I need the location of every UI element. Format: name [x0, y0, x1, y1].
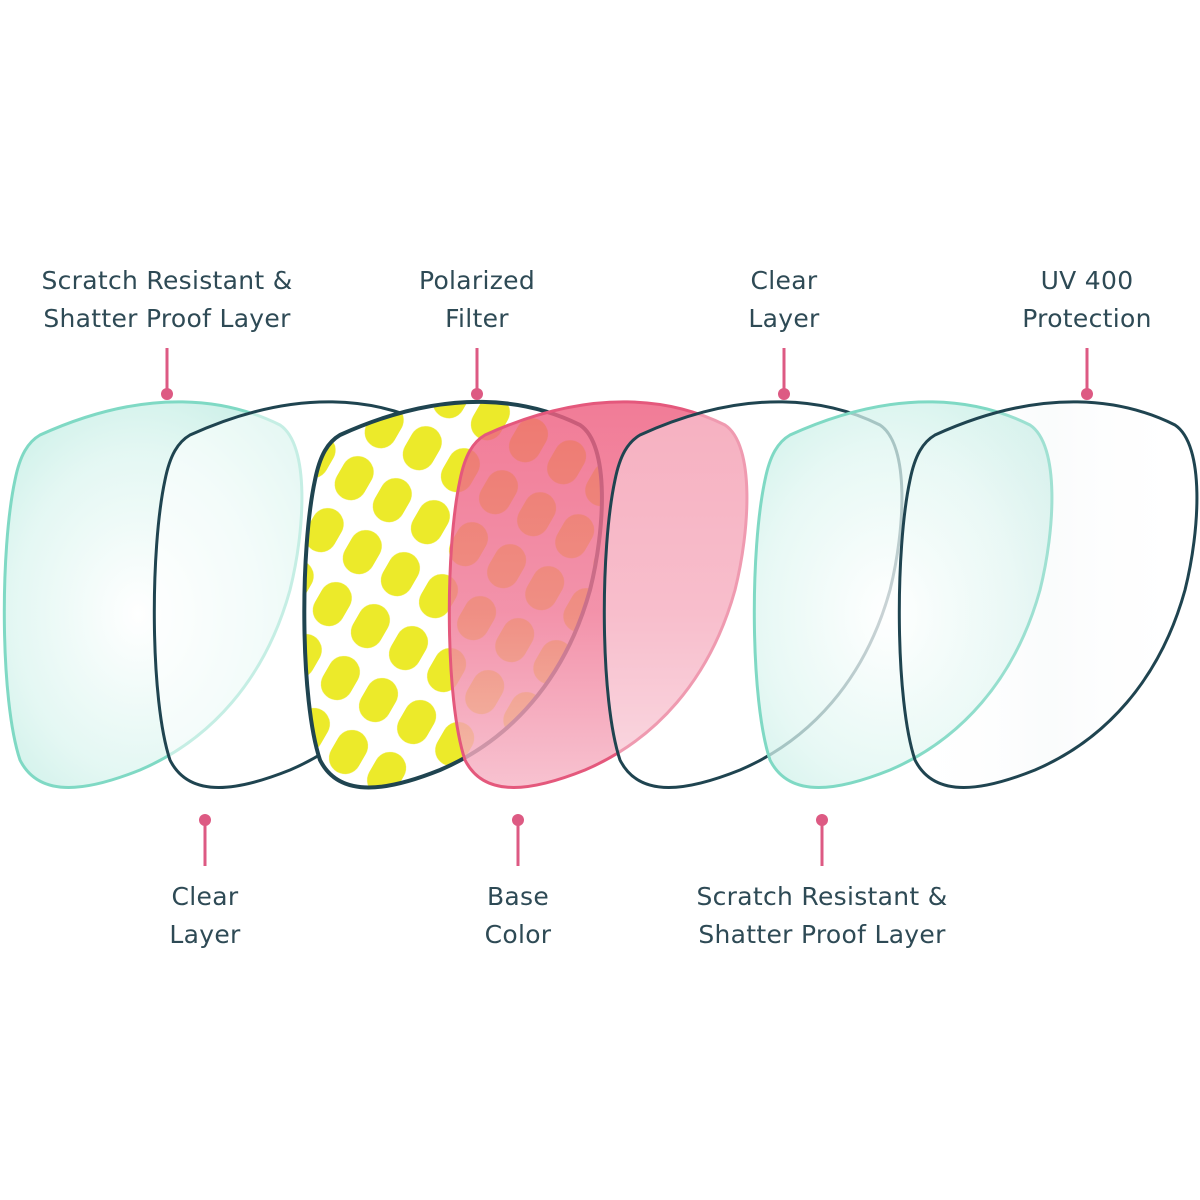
label-bottom-clear-layer: Clear Layer — [105, 878, 305, 954]
label-line: Scratch Resistant & — [696, 882, 948, 911]
label-top-clear-layer: Clear Layer — [684, 262, 884, 338]
pointer-top-polarized — [471, 348, 483, 400]
lens-uv400-protection — [897, 400, 1199, 789]
label-top-polarized-filter: Polarized Filter — [377, 262, 577, 338]
label-line: Base — [486, 882, 550, 911]
pointer-top-uv400 — [1081, 348, 1093, 400]
pointer-bottom-scratch-resistant — [816, 814, 828, 866]
label-top-uv400: UV 400 Protection — [987, 262, 1187, 338]
label-line: Polarized — [418, 266, 536, 295]
label-bottom-scratch-resistant: Scratch Resistant & Shatter Proof Layer — [672, 878, 972, 954]
label-bottom-base-color: Base Color — [418, 878, 618, 954]
label-line: Protection — [1022, 304, 1152, 333]
label-line: Filter — [445, 304, 509, 333]
label-line: Clear — [171, 882, 239, 911]
pointer-bottom-base-color — [512, 814, 524, 866]
label-line: Layer — [748, 304, 820, 333]
label-line: UV 400 — [1040, 266, 1134, 295]
label-line: Scratch Resistant & — [41, 266, 293, 295]
pointer-top-scratch-resistant — [161, 348, 173, 400]
pointer-top-clear-layer — [778, 348, 790, 400]
pointer-bottom-clear-layer — [199, 814, 211, 866]
label-line: Layer — [169, 920, 241, 949]
label-line: Color — [484, 920, 552, 949]
label-line: Clear — [750, 266, 818, 295]
label-line: Shatter Proof Layer — [698, 920, 946, 949]
label-top-scratch-resistant: Scratch Resistant & Shatter Proof Layer — [17, 262, 317, 338]
label-line: Shatter Proof Layer — [43, 304, 291, 333]
